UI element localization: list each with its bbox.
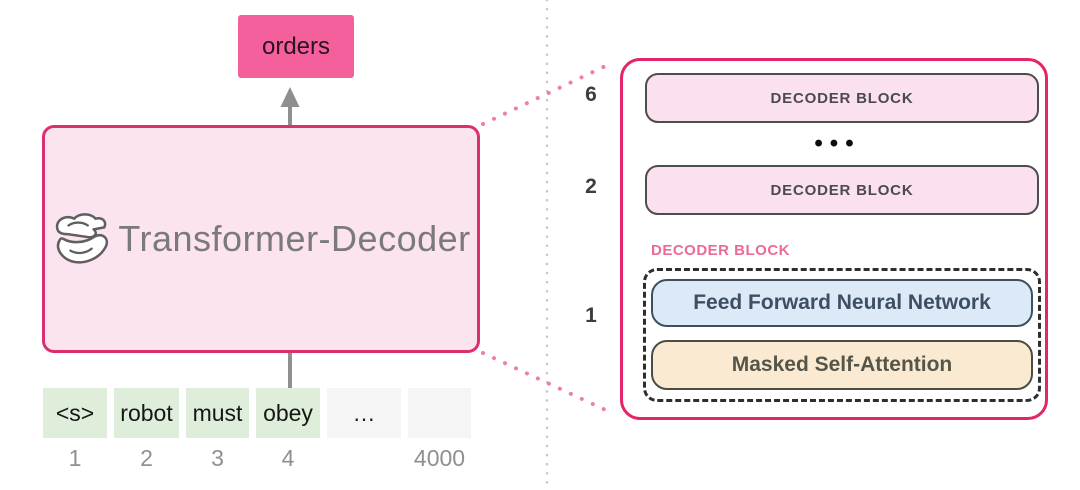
token-position-1: 1 bbox=[68, 444, 82, 471]
masked-self-attention-layer: Masked Self-Attention bbox=[651, 340, 1033, 390]
token-position-blank bbox=[327, 444, 401, 472]
decoder-block-detail-box: Feed Forward Neural Network Masked Self-… bbox=[643, 268, 1041, 402]
token-cell-obey: obey bbox=[256, 388, 320, 438]
token-position-row: 1 2 3 4 4000 bbox=[43, 444, 471, 472]
input-token-row: <s> robot must obey … bbox=[43, 388, 471, 438]
token-position-4000: 4000 bbox=[413, 444, 466, 471]
decoder-block-second-label: DECODER BLOCK bbox=[770, 181, 914, 199]
transformer-decoder-box: Transformer-Decoder bbox=[42, 125, 480, 353]
model-title: Transformer-Decoder bbox=[118, 218, 471, 259]
output-arrow-head bbox=[280, 87, 300, 107]
token-cell-must: must bbox=[186, 388, 249, 438]
token-cell-robot: robot bbox=[114, 388, 179, 438]
token-cell-empty bbox=[408, 388, 471, 438]
token-position-3: 3 bbox=[211, 444, 224, 471]
zoom-connector-bottom-dotted-line bbox=[481, 351, 614, 415]
decoder-stack-panel: DECODER BLOCK ••• DECODER BLOCK DECODER … bbox=[620, 58, 1048, 420]
token-position-4: 4 bbox=[281, 444, 295, 471]
decoder-block-heading: DECODER BLOCK bbox=[651, 242, 791, 259]
decoder-block-second: DECODER BLOCK bbox=[645, 165, 1039, 215]
stack-number-1: 1 bbox=[585, 304, 597, 327]
token-position-2: 2 bbox=[140, 444, 153, 471]
token-cell-s: <s> bbox=[43, 388, 107, 438]
output-token-box: orders bbox=[238, 15, 354, 78]
decoder-block-top: DECODER BLOCK bbox=[645, 73, 1039, 123]
output-token-label: orders bbox=[261, 32, 331, 60]
feed-forward-layer: Feed Forward Neural Network bbox=[651, 279, 1033, 327]
transformer-logo-icon bbox=[51, 210, 113, 268]
token-cell-ellipsis: … bbox=[327, 388, 401, 438]
stack-ellipsis: ••• bbox=[814, 130, 861, 157]
stack-number-6: 6 bbox=[585, 83, 597, 106]
feed-forward-layer-label: Feed Forward Neural Network bbox=[693, 291, 991, 314]
stack-number-2: 2 bbox=[585, 175, 597, 198]
masked-self-attention-label: Masked Self-Attention bbox=[731, 353, 953, 376]
decoder-block-top-label: DECODER BLOCK bbox=[770, 89, 914, 107]
